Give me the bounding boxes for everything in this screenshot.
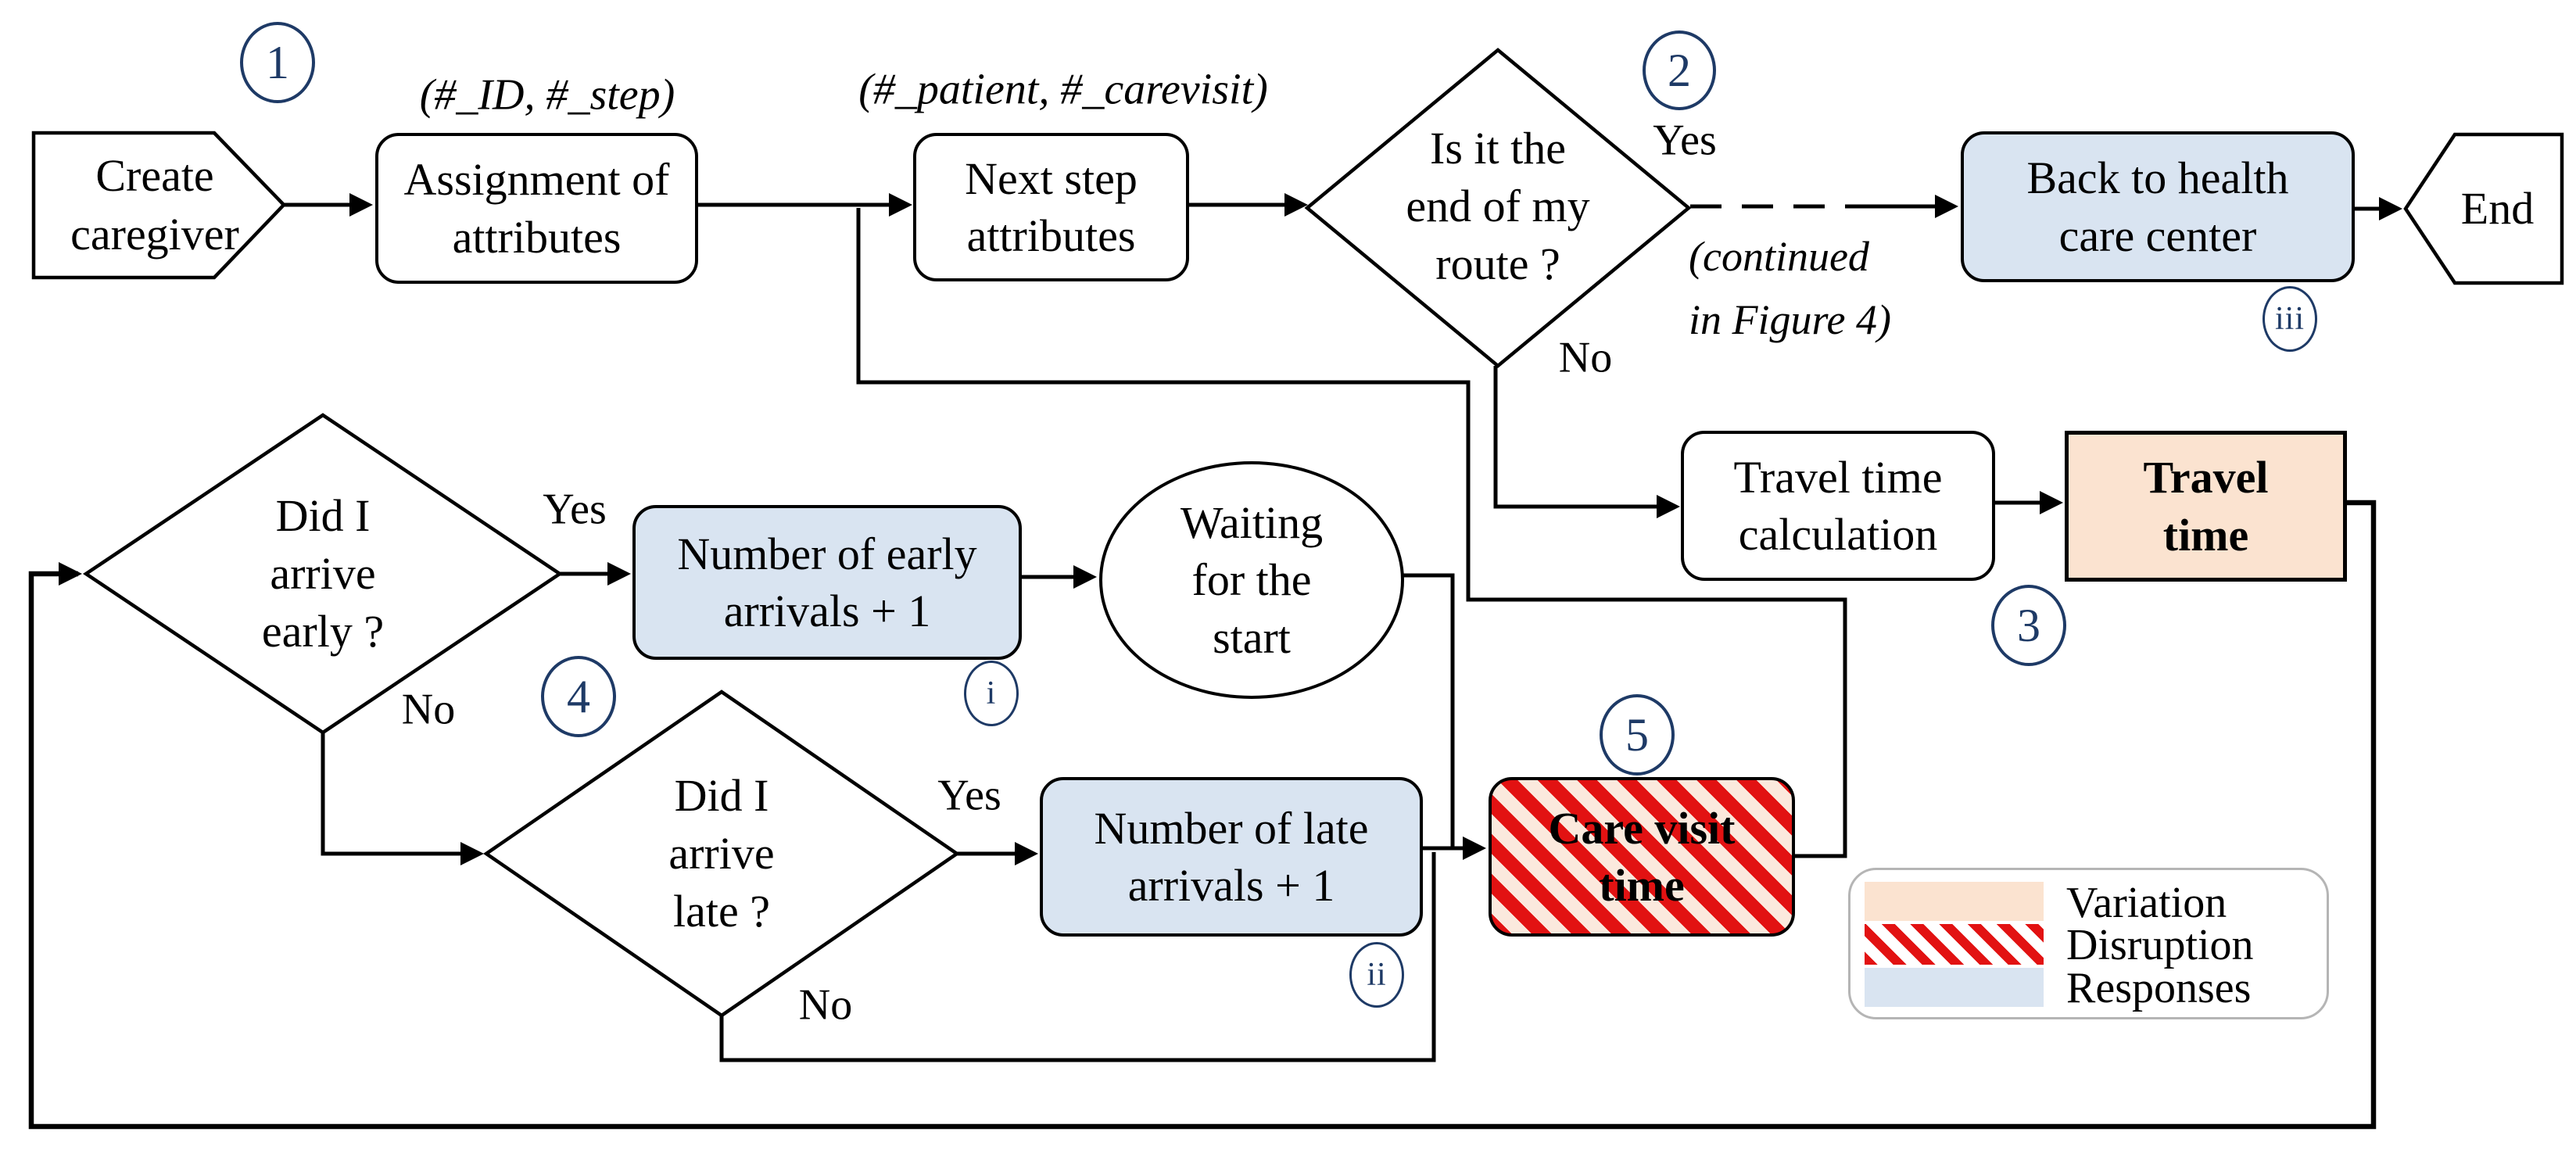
badge-step-4: 4 bbox=[541, 656, 616, 737]
edge-arriveearly-no-to-arrivelate bbox=[321, 733, 484, 865]
node-waiting: Waiting for the start bbox=[1099, 461, 1404, 699]
route-end-diamond bbox=[1304, 48, 1692, 368]
edge-label-routeend-yes: Yes bbox=[1653, 116, 1717, 165]
edge-label-early-no: No bbox=[401, 685, 456, 734]
legend-swatch-responses bbox=[1865, 968, 2044, 1007]
annotation-next-step: (#_patient, #_carevisit) bbox=[858, 65, 1268, 114]
node-create-caregiver-label: Create caregiver bbox=[70, 150, 239, 260]
node-assignment: Assignment of attributes bbox=[375, 133, 698, 284]
badge-response-iii: iii bbox=[2263, 286, 2317, 352]
node-care-visit: Care visit time bbox=[1489, 777, 1795, 937]
arrive-late-diamond bbox=[483, 690, 960, 1018]
arrive-early-diamond bbox=[82, 413, 564, 735]
node-arrive-late-label: Did I arrive late ? bbox=[668, 769, 775, 937]
legend-swatch-disruption bbox=[1865, 924, 2044, 965]
badge-step-3: 3 bbox=[1991, 585, 2066, 666]
annotation-assignment: (#_ID, #_step) bbox=[419, 70, 675, 120]
badge-step-5: 5 bbox=[1600, 694, 1675, 776]
legend-label-variation: Variation bbox=[2066, 879, 2227, 927]
node-travel-time: Travel time bbox=[2065, 431, 2347, 582]
node-late-count: Number of late arrivals + 1 bbox=[1040, 777, 1423, 937]
edge-label-late-yes: Yes bbox=[937, 771, 1001, 820]
node-end-label: End bbox=[2460, 182, 2535, 234]
legend-label-responses: Responses bbox=[2066, 964, 2252, 1012]
edge-label-early-yes: Yes bbox=[543, 485, 607, 534]
note-continued: (continued in Figure 4) bbox=[1689, 233, 1891, 343]
edge-label-late-no: No bbox=[798, 980, 853, 1030]
node-early-count: Number of early arrivals + 1 bbox=[632, 505, 1022, 660]
create-caregiver-shape bbox=[31, 131, 287, 280]
node-back-to-center: Back to health care center bbox=[1961, 131, 2355, 282]
end-shape bbox=[2403, 132, 2564, 285]
legend-swatch-variation bbox=[1865, 882, 2044, 921]
node-next-step: Next step attributes bbox=[913, 133, 1189, 281]
edge-waiting-to-carevisit bbox=[1398, 573, 1455, 848]
node-route-end-label: Is it the end of my route ? bbox=[1406, 122, 1590, 290]
edge-arrivelate-no-to-carevisit bbox=[719, 852, 1436, 1062]
edge-routeend-no-to-travelcalc bbox=[1493, 366, 1680, 518]
edge-carevisit-loop-to-nextstep bbox=[856, 208, 1847, 858]
legend-label-disruption: Disruption bbox=[2066, 921, 2254, 969]
legend: Variation Disruption Responses bbox=[1848, 868, 2329, 1019]
badge-response-i: i bbox=[964, 661, 1019, 726]
edge-label-routeend-no: No bbox=[1558, 333, 1613, 382]
badge-response-ii: ii bbox=[1349, 942, 1404, 1008]
node-arrive-early-label: Did I arrive early ? bbox=[261, 489, 385, 657]
node-travel-calc: Travel time calculation bbox=[1681, 431, 1995, 581]
badge-step-2: 2 bbox=[1643, 30, 1716, 110]
badge-step-1: 1 bbox=[240, 22, 315, 103]
edge-traveltime-loop-to-arriveearly bbox=[28, 500, 2377, 1130]
